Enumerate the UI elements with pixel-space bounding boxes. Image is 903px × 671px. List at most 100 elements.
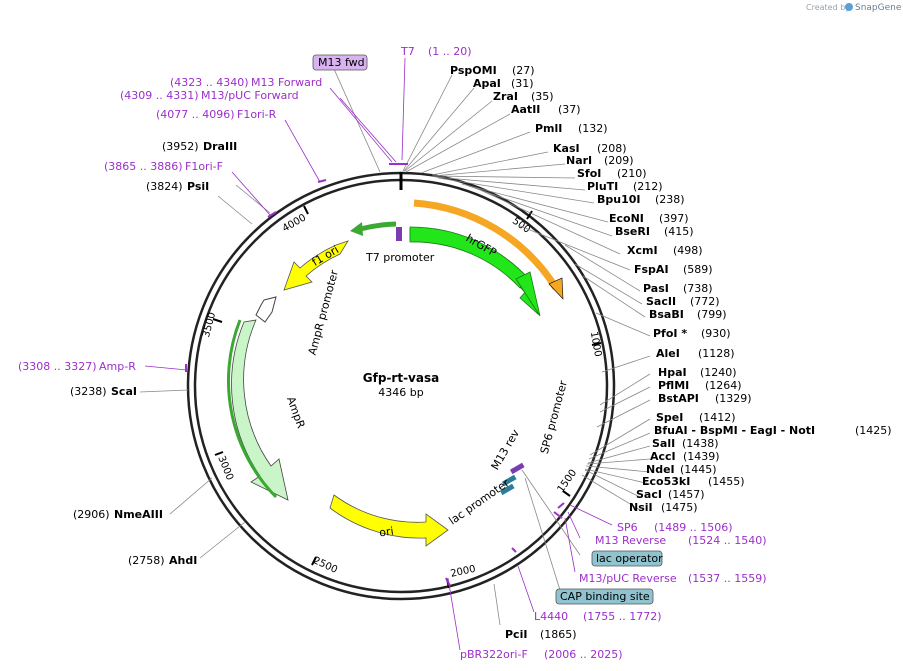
enzyme-name: AccI xyxy=(650,450,676,463)
enzyme-name: PspOMI xyxy=(450,64,497,77)
enzyme-pos: (1240) xyxy=(700,366,737,379)
lac-promoter-label: lac promoter xyxy=(447,476,513,527)
enzyme-pos: (1264) xyxy=(705,379,742,392)
enzyme-pos: (212) xyxy=(633,180,663,193)
feature-f1-ori xyxy=(283,240,349,291)
credit-text: Created by xyxy=(806,3,850,12)
feature-t7-arc xyxy=(359,221,397,232)
primer-range: (2006 .. 2025) xyxy=(544,648,623,661)
primer-name: F1ori-R xyxy=(237,108,277,121)
enzyme-name: SacI xyxy=(636,488,662,501)
enzyme-pos: (498) xyxy=(673,244,703,257)
primer-name: SP6 xyxy=(617,521,638,534)
primer-range: (4323 .. 4340) xyxy=(170,76,249,89)
feature-ampr-label: AmpR xyxy=(284,395,308,431)
enzyme-name: PciI xyxy=(505,628,527,641)
primer-range: (3308 .. 3327) xyxy=(18,360,97,373)
enzyme-name: FspAI xyxy=(634,263,669,276)
m13-fwd-box xyxy=(312,54,368,71)
enzyme-pos: (1128) xyxy=(698,347,735,360)
enzyme-pos: (1865) xyxy=(540,628,577,641)
enzyme-pos: (397) xyxy=(659,212,689,225)
enzyme-name: ZraI xyxy=(493,90,518,103)
enzyme-name: DraIII xyxy=(203,140,237,153)
primer-range: (1537 .. 1559) xyxy=(688,572,767,585)
feature-ampr-promoter-arrow xyxy=(255,296,277,323)
enzyme-name: PasI xyxy=(643,282,669,295)
tick-1500 xyxy=(562,490,571,497)
enzyme-pos: (210) xyxy=(617,167,647,180)
feature-sp6-site-glyph xyxy=(509,462,525,475)
enzyme-pos: (2906) xyxy=(73,508,110,521)
enzyme-name: AleI xyxy=(656,347,680,360)
primer-labels: T7 (1 .. 20) (4323 .. 4340) M13 Forward … xyxy=(18,45,767,661)
enzyme-name: BstAPI xyxy=(658,392,699,405)
cap-binding-site-label: CAP binding site xyxy=(560,590,650,603)
enzyme-pos: (37) xyxy=(558,103,581,116)
enzyme-name: PluTI xyxy=(587,180,618,193)
feature-orange-arc xyxy=(413,199,559,290)
primer-name: M13/pUC Forward xyxy=(201,89,299,102)
enzyme-name: BseRI xyxy=(615,225,650,238)
enzyme-name: NsiI xyxy=(629,501,653,514)
tick-500 xyxy=(526,210,533,220)
primer-name: T7 xyxy=(400,45,415,58)
enzyme-pos: (3238) xyxy=(70,385,107,398)
primer-leader-lines xyxy=(144,57,613,651)
enzyme-name: PflMI xyxy=(658,379,689,392)
snapgene-logo-icon xyxy=(845,3,853,11)
tick-1000 xyxy=(591,342,602,346)
enzyme-name: AatII xyxy=(511,103,540,116)
enzyme-pos: (1412) xyxy=(699,411,736,424)
enzyme-pos: (132) xyxy=(578,122,608,135)
enzyme-pos: (1455) xyxy=(708,475,745,488)
primer-name: Amp-R xyxy=(99,360,136,373)
tick-label-500: 500 xyxy=(510,216,532,236)
enzyme-name: NmeAIII xyxy=(114,508,163,521)
enzyme-pos: (208) xyxy=(597,142,627,155)
tick-2500 xyxy=(311,556,317,566)
enzyme-labels-left: (3952) DraIII (3824) PsiI (3238) ScaI (2… xyxy=(70,140,237,567)
enzyme-name: HpaI xyxy=(658,366,687,379)
feature-hrgfp-body xyxy=(409,226,529,289)
enzyme-name: ApaI xyxy=(473,77,501,90)
enzyme-name: XcmI xyxy=(627,244,658,257)
enzyme-pos: (1425) xyxy=(855,424,892,437)
m13-fwd-label: M13 fwd xyxy=(318,56,365,69)
enzyme-name: PfoI * xyxy=(653,327,687,340)
feature-lac-operator-glyph xyxy=(501,474,517,487)
primer-name: L4440 xyxy=(534,610,568,623)
m13-rev-label: M13 rev xyxy=(489,427,523,472)
primer-range: (1489 .. 1506) xyxy=(654,521,733,534)
enzyme-name: Bpu10I xyxy=(597,193,641,206)
tick-3000 xyxy=(214,451,224,456)
tick-3500 xyxy=(212,318,223,323)
enzyme-pos: (209) xyxy=(604,154,634,167)
enzyme-pos: (799) xyxy=(697,308,727,321)
sp6-promoter-label: SP6 promoter xyxy=(538,379,570,455)
enzyme-pos: (1439) xyxy=(683,450,720,463)
enzyme-name: ScaI xyxy=(111,385,137,398)
feature-t7-site-glyph xyxy=(396,227,402,241)
enzyme-labels-right: PspOMI (27) ApaI (31) ZraI (35) AatII (3… xyxy=(450,64,892,641)
enzyme-pos: (35) xyxy=(531,90,554,103)
boxed-labels: M13 fwd lac operator CAP binding site xyxy=(312,54,663,605)
enzyme-pos: (3824) xyxy=(146,180,183,193)
feature-ori xyxy=(329,494,449,547)
plasmid-name: Gfp-rt-vasa xyxy=(363,371,439,385)
primer-range: (3865 .. 3886) xyxy=(104,160,183,173)
enzyme-pos: (738) xyxy=(683,282,713,295)
primer-name: M13 Reverse xyxy=(595,534,666,547)
features: hrGFP f1 ori AmpR AmpR promoter ori xyxy=(226,199,564,547)
enzyme-name: EcoNI xyxy=(609,212,644,225)
enzyme-pos: (2758) xyxy=(128,554,165,567)
enzyme-name: Eco53kI xyxy=(642,475,690,488)
enzyme-name: SacII xyxy=(646,295,676,308)
enzyme-name: KasI xyxy=(553,142,580,155)
primer-markers xyxy=(185,163,565,587)
t7-promoter-label: T7 promoter xyxy=(365,251,435,264)
enzyme-name: SpeI xyxy=(656,411,683,424)
enzyme-name: BfuAI - BspMI - EagI - NotI xyxy=(654,424,815,437)
enzyme-pos: (415) xyxy=(664,225,694,238)
